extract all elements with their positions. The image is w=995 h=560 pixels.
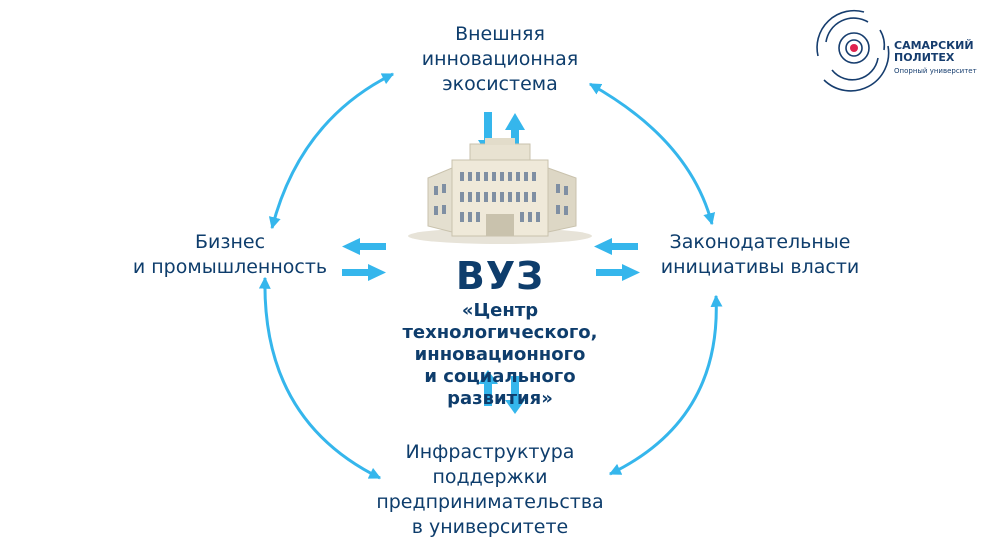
node-government-initiatives: Законодательные инициативы власти bbox=[660, 231, 860, 278]
cycle-arrow-top-left bbox=[268, 72, 395, 230]
node-support-infrastructure: Инфраструктура поддержки предприниматель… bbox=[376, 441, 604, 538]
university-building-icon bbox=[408, 138, 592, 244]
exchange-arrows-bottom bbox=[478, 370, 525, 414]
center-title: ВУЗ bbox=[455, 254, 545, 298]
cycle-arrow-left-bottom bbox=[258, 276, 382, 480]
logo-tagline: Опорный университет bbox=[894, 67, 977, 75]
logo-name: САМАРСКИЙ ПОЛИТЕХ bbox=[894, 39, 974, 64]
node-external-ecosystem: Внешняя инновационная экосистема bbox=[421, 23, 579, 95]
exchange-arrows-right bbox=[594, 238, 640, 281]
node-business-industry: Бизнес и промышленность bbox=[132, 231, 328, 278]
cycle-arrow-top-right bbox=[588, 82, 716, 226]
center-subtitle: «Центр технологического, инновационного … bbox=[402, 300, 598, 409]
cycle-arrow-right-bottom bbox=[608, 294, 723, 476]
exchange-arrows-left bbox=[342, 238, 386, 281]
samara-polytech-logo-icon bbox=[816, 9, 890, 92]
logo-dot-icon bbox=[850, 44, 858, 52]
